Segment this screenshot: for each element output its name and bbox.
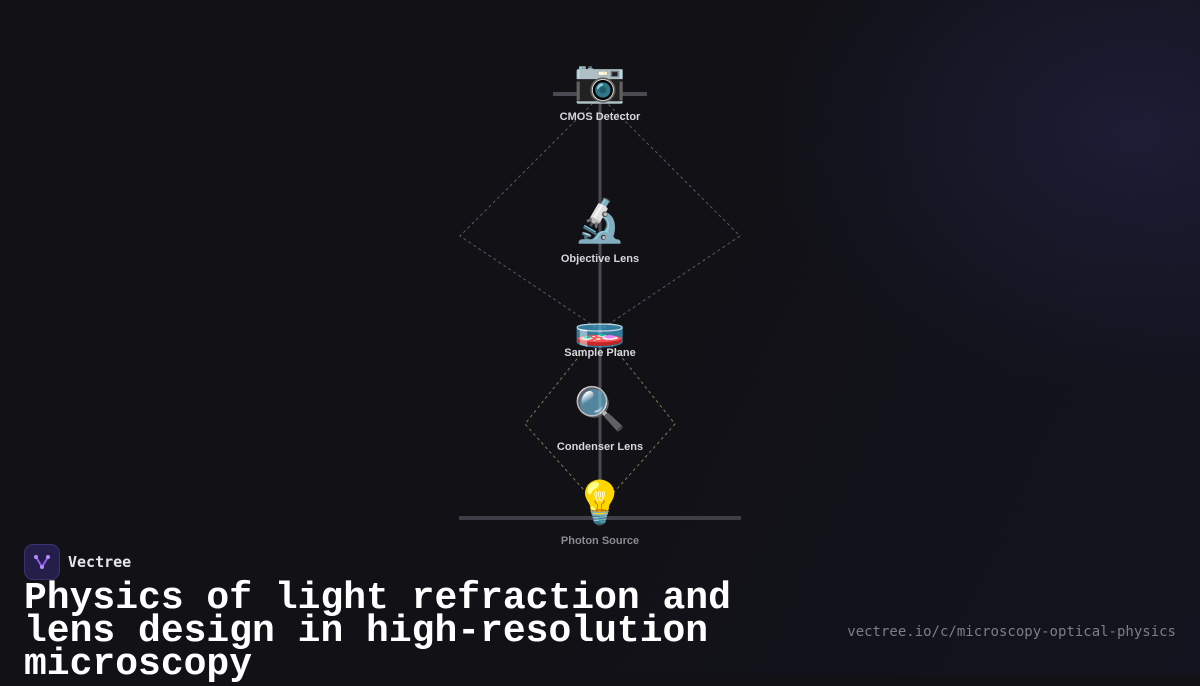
vectree-logo-icon: [24, 544, 60, 580]
page-title: Physics of light refraction and lens des…: [24, 577, 731, 686]
photon-source-label: Photon Source: [560, 535, 640, 547]
condenser-lens-label: Condenser Lens: [556, 441, 644, 453]
magnifying-glass-icon: 🔍: [573, 384, 627, 433]
source-url[interactable]: vectree.io/c/microscopy-optical-physics: [847, 624, 1176, 640]
objective-lens-label: Objective Lens: [560, 253, 640, 265]
brand-name: Vectree: [68, 553, 132, 571]
cmos-detector-label: CMOS Detector: [559, 111, 641, 123]
petri-dish-icon: 🧫: [573, 300, 627, 349]
sample-plane-label: Sample Plane: [564, 347, 636, 359]
illumination-cone: [524, 329, 676, 509]
camera-icon: 📷: [573, 56, 627, 105]
brand[interactable]: Vectree: [24, 544, 131, 580]
light-bulb-icon: 💡: [573, 478, 627, 527]
microscope-icon: 🔬: [573, 196, 627, 245]
